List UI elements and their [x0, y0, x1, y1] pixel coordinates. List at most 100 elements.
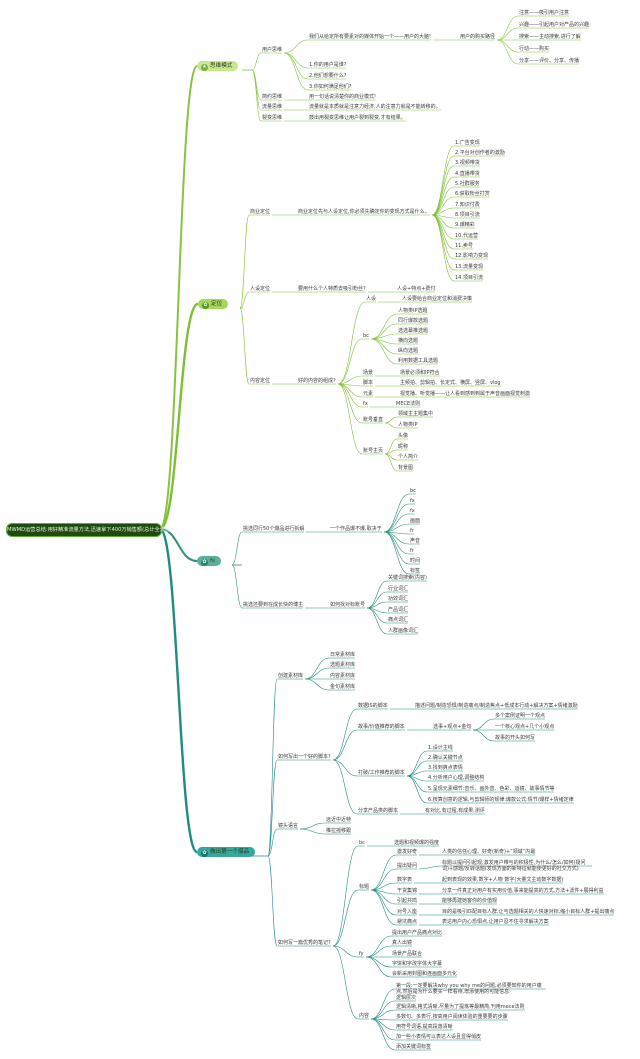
node-p3b[interactable]: 推拉摇移跟 — [326, 828, 352, 834]
root-topic[interactable]: MWMD运营总结:用好精准流量方法,迅速拿下400万销售额(总计全流程) — [6, 523, 172, 537]
node-d3d1[interactable]: 主频拍、剪辑拍、长定式、横屏、竖屏、vlog — [400, 380, 501, 386]
node-d2a1[interactable]: 人设+特点+费付 — [397, 286, 436, 292]
node-d3f[interactable]: fx — [363, 401, 368, 407]
node-d1l2[interactable]: 2.平台对创作者的激励 — [455, 150, 505, 156]
node-s1a[interactable]: 我们从给定所有要素对的媒体开始一个——用户的大脑! — [309, 34, 432, 40]
node-f2a5[interactable]: 痛点词汇 — [388, 617, 409, 623]
node-s1a1e[interactable]: 分享——评价、分享、传播 — [519, 58, 580, 64]
node-s1c[interactable]: 2.他们想要什么? — [309, 73, 347, 79]
node-d3b2[interactable]: 同行爆款选题 — [398, 318, 429, 324]
node-p4b5a[interactable]: 能够再建她客你的价值观 — [442, 898, 498, 904]
node-d3[interactable]: 内容定位 — [250, 378, 271, 384]
node-p1a[interactable]: 日常素材库 — [330, 652, 356, 658]
node-p4b1a[interactable]: 人类的信任心理、好奇(新奇)+“领域”内最 — [442, 849, 536, 855]
node-d1l6[interactable]: 6.获取粉丝打赏 — [455, 191, 490, 197]
node-s4[interactable]: 裂变思维 — [262, 115, 283, 121]
node-p2b1b[interactable]: 一个核心观点+几个小观点 — [495, 724, 555, 730]
node-p4d4[interactable]: 多数句、多表行,按高用户阅读体验的重要要的步骤 — [396, 1014, 508, 1020]
node-s1a1c[interactable]: 搜索——主动搜索,进行了解 — [519, 34, 581, 40]
node-p2d[interactable]: 分享产品类的脚本 — [358, 808, 399, 814]
branch-first-hit[interactable]: ✿做出第一个爆品 — [197, 847, 256, 857]
node-d1l14[interactable]: 14.项目引流 — [455, 275, 483, 281]
node-f2[interactable]: 挑选还要到在成长快的博主 — [243, 602, 304, 608]
node-p4[interactable]: 如何写一篇优秀的笔记? — [278, 940, 331, 946]
node-p4c2[interactable]: 真人出镜 — [392, 940, 413, 946]
node-d3a[interactable]: 好的内容的组成? — [298, 378, 336, 384]
node-d1l10[interactable]: 10.代运营 — [455, 233, 478, 239]
node-p4b2[interactable]: 提出疑问 — [397, 863, 418, 869]
node-p2b1c[interactable]: 故事的开头如何写 — [495, 735, 536, 741]
node-p4b5[interactable]: 引起共鸣 — [397, 898, 418, 904]
node-d3c1[interactable]: 场景必须和IP符合 — [400, 370, 440, 376]
node-p4a[interactable]: bc — [359, 840, 365, 846]
node-d3r1[interactable]: 人设要给合商业定位和消费决策 — [402, 296, 473, 302]
branch-mindset[interactable]: ★思维模式 — [197, 61, 239, 71]
node-d1l8[interactable]: 8.项目引流 — [455, 212, 480, 218]
node-d1l11[interactable]: 11.卖号 — [455, 243, 473, 249]
node-f2a2[interactable]: 行业词汇 — [388, 586, 409, 592]
node-p2c3[interactable]: 3.找到爽点表情 — [428, 765, 463, 771]
node-p2c[interactable]: 打破/工作推荐的脚本 — [358, 770, 405, 776]
node-d3b5[interactable]: 纵向选题 — [398, 348, 419, 354]
node-d3h3[interactable]: 个人简介 — [398, 454, 419, 460]
node-d1l12[interactable]: 12.影响力变现 — [455, 253, 488, 259]
node-s1a1d[interactable]: 行动——购买 — [519, 46, 550, 52]
node-d2a[interactable]: 要用什么个人特质去吸引粉丝? — [298, 286, 366, 292]
node-p4d[interactable]: 内容 — [359, 1013, 370, 1019]
node-p4b2a[interactable]: 标题以提问引起观,激发用户带与的积极性,为什么/怎么/如何(疑问词)+感题/反转… — [442, 860, 586, 872]
node-d1l5[interactable]: 5.社群服务 — [455, 181, 480, 187]
node-p4b[interactable]: 标题 — [359, 884, 370, 890]
node-p2a1[interactable]: 描述问题/制造恐惧/制造痛点/制造焦点+低成本行动+解决方案+情绪激励 — [415, 703, 578, 709]
node-d1[interactable]: 商业定位 — [250, 209, 271, 215]
node-f1a[interactable]: 一个作品爆不爆,取决于 — [330, 526, 382, 532]
node-f1a3[interactable]: fx — [410, 508, 415, 514]
node-p2c4[interactable]: 4.分析用户心理,调整结构 — [428, 775, 485, 781]
node-p2c6[interactable]: 6.核算创意的逻辑,与剪辑师的规律:爆款公式:情节/爆样+情绪定律 — [428, 797, 574, 803]
node-f2a1[interactable]: 关键词搜索(内容) — [388, 575, 427, 581]
node-d1l3[interactable]: 3.视频带货 — [455, 160, 480, 166]
node-s1a1[interactable]: 用户的购买路径 — [460, 34, 496, 40]
node-d1l7[interactable]: 7.知识付费 — [455, 202, 480, 208]
node-p4d3[interactable]: 逻辑清晰,格式清晰,尽量为了提炼等最精简,刊用mece法则 — [396, 1004, 525, 1010]
node-s1d[interactable]: 3.你如何满足他们? — [309, 84, 352, 90]
node-f1a5[interactable]: fr — [410, 528, 414, 534]
node-f1a8[interactable]: 时间 — [410, 558, 421, 564]
node-p4c1[interactable]: 提出用户产品痛点对比 — [392, 930, 443, 936]
node-d3b6[interactable]: 利用数据工具选题 — [398, 358, 439, 364]
node-d3g2[interactable]: 人物类IP — [398, 422, 418, 428]
node-d2[interactable]: 人设定位 — [250, 286, 271, 292]
node-p4d1[interactable]: 第一段:一定要解决why you why me的问题,必须要知你的用户痛点,然后… — [396, 983, 542, 995]
node-d3g[interactable]: 账号垂直 — [363, 417, 384, 423]
node-d1l1[interactable]: 1.广告变现 — [455, 140, 480, 146]
node-f1a7[interactable]: fr — [410, 548, 414, 554]
node-f2a4[interactable]: 产品词汇 — [388, 607, 409, 613]
node-p4a1[interactable]: 选题和视频爆的强度 — [394, 840, 440, 846]
node-p4b1[interactable]: 激发好奇 — [397, 849, 418, 855]
node-d1l9[interactable]: 9.爆精彩 — [455, 222, 475, 228]
node-s1a1a[interactable]: 注意——吸引用户注意 — [519, 10, 570, 16]
node-f1a4[interactable]: 画面 — [410, 518, 421, 524]
branch-fs[interactable]: ✿fs — [197, 556, 221, 566]
node-p4c4[interactable]: 字饼和字改字体大字幕 — [392, 961, 443, 967]
node-s3[interactable]: 流量思维 — [262, 104, 283, 110]
node-s1b[interactable]: 1.你的用户是谁? — [309, 62, 347, 68]
node-s4a[interactable]: 鼓出用裂变思维让用户裂到裂变,才有结果。 — [309, 115, 406, 121]
node-d1l13[interactable]: 13.流量变现 — [455, 264, 483, 270]
node-p4d2[interactable]: 逻辑层次 — [396, 995, 417, 1001]
node-d3b1[interactable]: 人物类IP选题 — [398, 308, 428, 314]
node-p4d6[interactable]: 加一些小表情可以表达人设且显得俏皮 — [396, 1034, 482, 1040]
node-s1a1b[interactable]: 兴趣——引起用户对产品的兴趣 — [519, 22, 590, 28]
node-p3[interactable]: 镜头语言 — [278, 823, 299, 829]
node-p2[interactable]: 如何写出一个好的脚本? — [278, 754, 331, 760]
branch-positioning[interactable]: ✿定位 — [198, 299, 229, 309]
node-d3f1[interactable]: MECE法则 — [396, 401, 421, 407]
node-p4c5[interactable]: 会新采用封图和连画面多元化 — [392, 971, 458, 977]
node-d3b4[interactable]: 横向选题 — [398, 338, 419, 344]
node-f1a9[interactable]: 标签 — [410, 568, 421, 574]
node-d3g1[interactable]: 领域主主题集中 — [398, 411, 434, 417]
node-d1l4[interactable]: 4.直播带货 — [455, 171, 480, 177]
node-p4c[interactable]: fy — [359, 951, 364, 957]
node-s3a[interactable]: 流量就是本质就是注意力经济,人的注意力就是不能转移的。 — [309, 104, 441, 110]
node-d3e[interactable]: 元素 — [363, 391, 374, 397]
node-p2c1[interactable]: 1.设计主线 — [428, 745, 453, 751]
